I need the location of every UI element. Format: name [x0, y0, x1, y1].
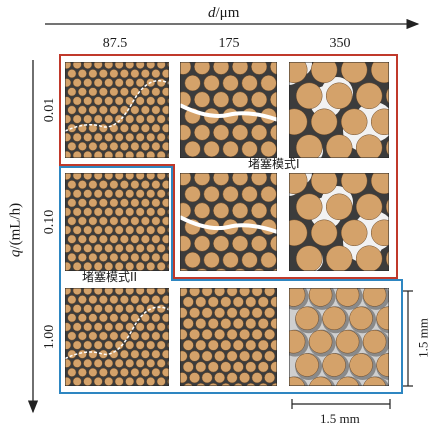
y-axis-title: q/(mL/h)	[7, 202, 24, 258]
mode2-outline	[59, 166, 403, 394]
micrograph-panel-r0-c2	[289, 62, 389, 158]
scale-bar-horizontal	[291, 399, 391, 409]
micrograph-panel-r1-c0	[65, 173, 169, 271]
row-label-0-10: 0.10	[42, 209, 57, 235]
column-label-87-5: 87.5	[102, 36, 128, 51]
column-label-175: 175	[218, 36, 240, 51]
scale-bar-vertical-label: 1.5 mm	[415, 318, 431, 358]
x-axis-title: d/μm	[208, 5, 240, 21]
mode2-label: 堵塞模式II	[80, 270, 140, 284]
panel-grid	[65, 62, 389, 386]
scale-bar-vertical	[403, 290, 413, 387]
micrograph-panel-r0-c1	[180, 62, 277, 158]
mode1-label: 堵塞模式I	[246, 157, 302, 171]
row-label-1-00: 1.00	[42, 324, 57, 350]
micrograph-panel-r1-c1	[180, 173, 277, 271]
micrograph-panel-r2-c2	[289, 288, 389, 386]
micrograph-panel-r0-c0	[65, 62, 169, 158]
micrograph-panel-r2-c1	[180, 288, 277, 386]
scale-bar-horizontal-label: 1.5 mm	[320, 411, 360, 426]
mode1-outline	[59, 54, 398, 279]
column-label-350: 350	[329, 36, 351, 51]
micrograph-panel-r2-c0	[65, 288, 169, 386]
micrograph-panel-r1-c2	[289, 173, 389, 271]
row-label-0-01: 0.01	[42, 97, 57, 123]
